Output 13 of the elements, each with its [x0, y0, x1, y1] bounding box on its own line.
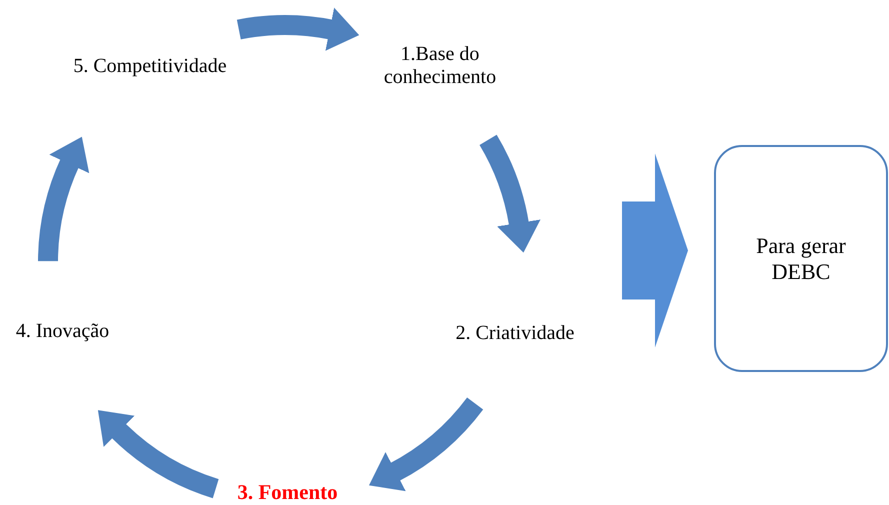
curved-arrow — [479, 135, 540, 252]
step-label: 3. Fomento — [237, 480, 338, 505]
step-label: 4. Inovação — [16, 320, 110, 342]
curved-arrow — [96, 411, 220, 498]
curved-arrow — [237, 8, 360, 52]
block-arrow — [622, 154, 688, 348]
step-label: 2. Criatividade — [456, 322, 574, 344]
curved-arrow — [370, 397, 483, 490]
step-label: 5. Competitividade — [73, 54, 227, 78]
rounded-box — [714, 145, 888, 372]
step-label: 1.Base do conhecimento — [382, 43, 498, 89]
box-label: Para gerar DEBC — [755, 233, 847, 284]
curved-arrow — [38, 136, 90, 262]
